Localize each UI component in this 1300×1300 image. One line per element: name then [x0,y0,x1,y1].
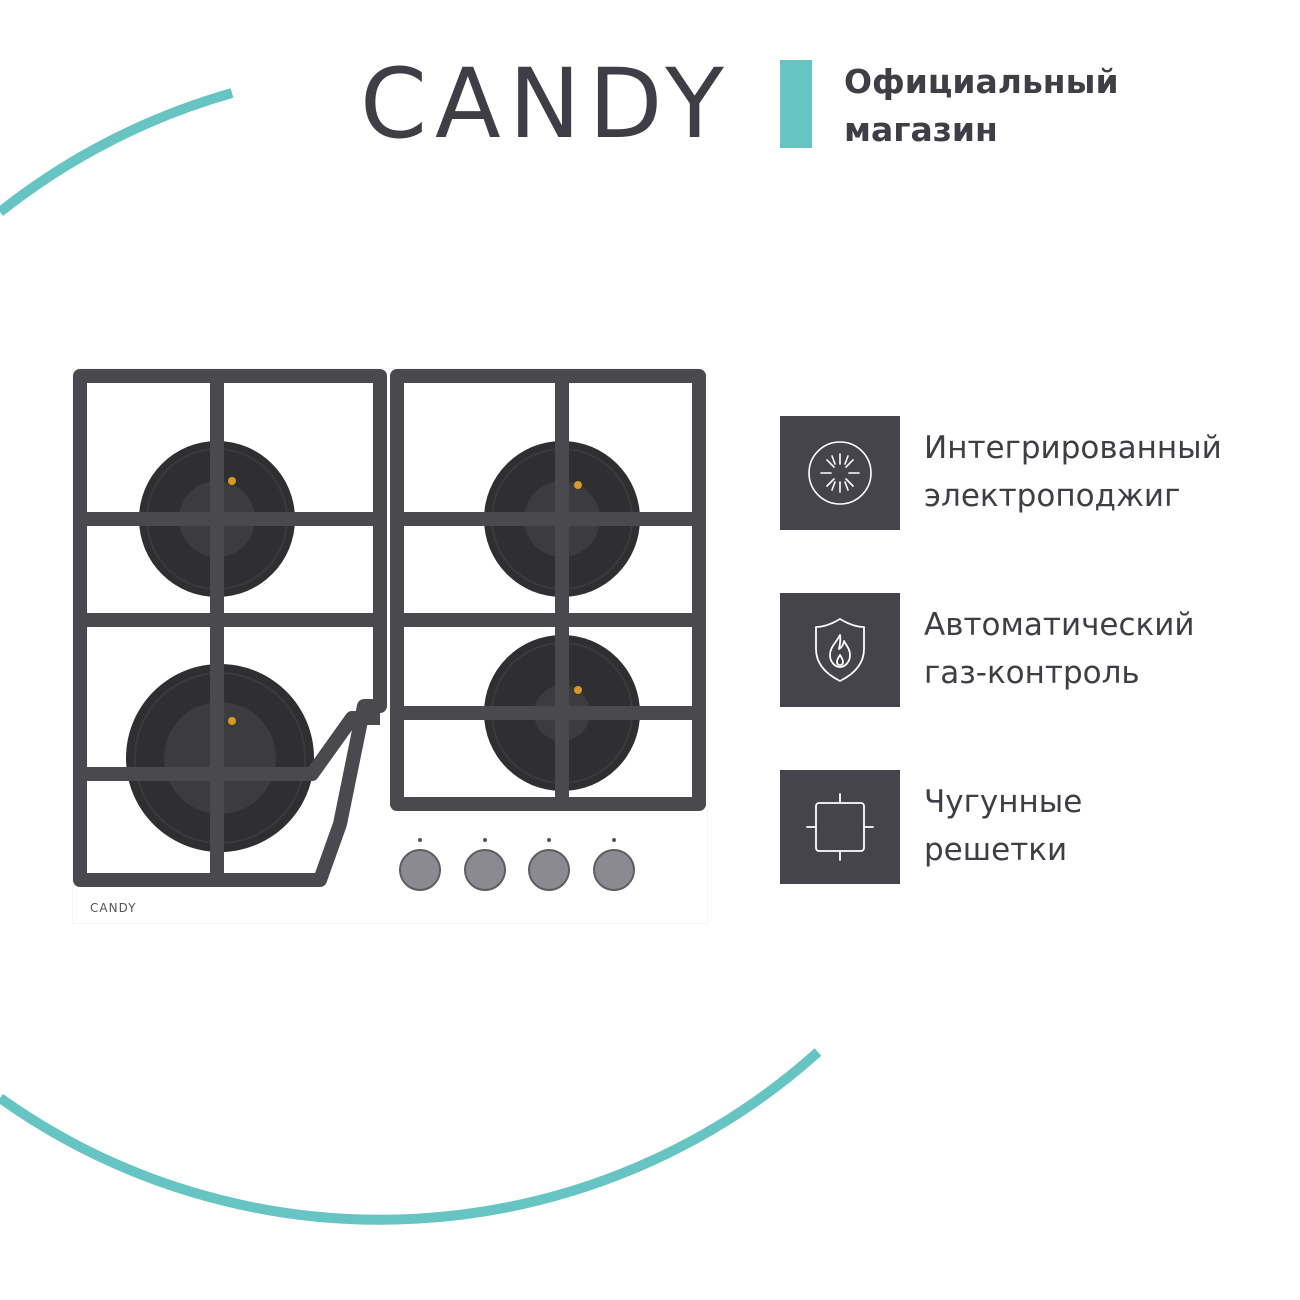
feature-gas-control-text: Автоматический газ-контроль [924,601,1195,697]
brand-accent-bar [780,60,812,148]
brand-tagline: Официальный магазин [844,58,1164,154]
tagline-line-2: магазин [844,110,998,149]
feature-grates-text: Чугунные решетки [924,778,1082,874]
feature-ignition-icon-box [780,416,900,530]
feature-ignition: Интегрированный электроподжиг [780,416,1280,530]
brand-logo: CANDY [360,48,732,160]
feature-gas-control-icon-box [780,593,900,707]
feature-gas-control-line-1: Автоматический [924,607,1195,643]
cast-iron-grate-right [390,369,706,811]
feature-gas-control-line-2: газ-контроль [924,655,1140,691]
feature-ignition-text: Интегрированный электроподжиг [924,424,1222,520]
flame-shield-icon [815,618,865,682]
cast-iron-grate-icon [806,793,874,861]
feature-ignition-line-2: электроподжиг [924,478,1181,514]
feature-ignition-line-1: Интегрированный [924,430,1222,466]
feature-grates-line-1: Чугунные [924,784,1083,820]
ignition-spark-icon [808,441,872,505]
feature-gas-control: Автоматический газ-контроль [780,593,1280,707]
feature-grates: Чугунные решетки [780,770,1280,884]
cast-iron-grate-left [73,369,387,887]
feature-grates-line-2: решетки [924,832,1068,868]
tagline-line-1: Официальный [844,62,1119,101]
control-knobs [399,838,635,891]
panel-brand-label: CANDY [90,901,136,915]
feature-grates-icon-box [780,770,900,884]
gas-hob-product-image: CANDY [72,368,708,924]
